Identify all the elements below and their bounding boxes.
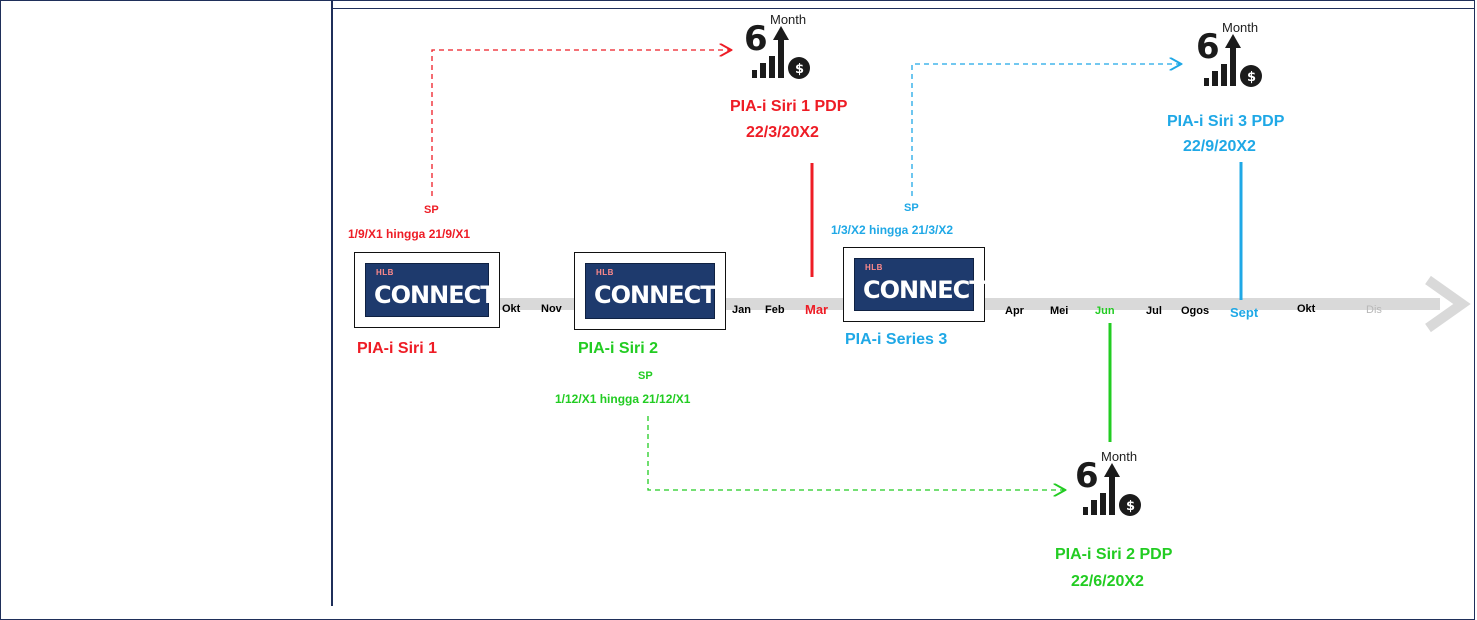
timeline-diagram [431,0,1471,606]
series3-sp-range: 1/3/X2 hingga 21/3/X2 [831,223,954,237]
month-dis: Dis [1366,304,1382,316]
series2-sp-label: SP [638,370,653,382]
connect-word-text: CONNECT [863,276,986,304]
month-jun: Jun [1095,305,1115,317]
series1-pdp-title: PIA-i Siri 1 PDP [730,98,848,115]
month-mei: Mei [1050,305,1069,317]
svg-text:$: $ [1126,499,1135,514]
month-ogos: Ogos [1181,305,1210,317]
series1-pdp-date: 22/3/20X2 [746,124,819,141]
series2-sp-range: 1/12/X1 hingga 21/12/X1 [555,392,691,406]
series3-pdp-title: PIA-i Siri 3 PDP [1167,113,1285,130]
month-jan: Jan [732,304,751,316]
series3-label: PIA-i Series 3 [845,331,948,348]
connect-brand-text: HLB [865,263,883,272]
connect-brand-text: HLB [596,268,614,277]
series3-sp-label: SP [904,202,919,214]
month-nov: Nov [541,303,562,315]
series2-pdp-date: 22/6/20X2 [1071,573,1144,590]
month-okt-2: Okt [1297,303,1316,315]
connect-brand-text: HLB [376,268,394,277]
growth-chart-dollar-icon: 6 $ [1075,456,1141,516]
growth-chart-dollar-icon: 6 $ [1196,27,1262,87]
series1-connect-logo: HLB CONNECT [354,252,500,328]
month-apr: Apr [1005,305,1024,317]
series1-sp-range: 1/9/X1 hingga 21/9/X1 [348,227,471,241]
svg-text:$: $ [795,62,804,77]
month-sept: Sept [1230,305,1259,320]
month-label: Month [770,12,807,27]
top-rule [333,8,1475,9]
svg-text:6: 6 [744,19,768,59]
month-feb: Feb [765,304,785,316]
series1-sp-connector [431,50,730,196]
growth-chart-dollar-icon: 6 $ [744,19,810,79]
series3-connect-logo: HLB CONNECT [843,247,986,322]
series2-sp-connector [647,416,1064,490]
series3-sp-connector [911,64,1180,196]
series3-growth-icon: 6 $ Month [1194,18,1274,87]
month-label: Month [1222,20,1259,35]
svg-text:6: 6 [1196,27,1220,67]
series3-pdp-date: 22/9/20X2 [1183,138,1256,155]
series2-pdp-title: PIA-i Siri 2 PDP [1055,546,1173,563]
series2-label: PIA-i Siri 2 [578,340,659,357]
connect-word-text: CONNECT [374,281,497,309]
month-mar: Mar [805,302,829,317]
month-okt-1: Okt [502,303,521,315]
connect-word-text: CONNECT [594,281,717,309]
column-divider [331,0,333,606]
series2-connect-logo: HLB CONNECT [574,252,726,330]
series1-growth-icon: 6 $ Month [742,10,822,79]
month-label: Month [1101,449,1138,464]
svg-text:6: 6 [1075,456,1099,496]
svg-text:$: $ [1247,70,1256,85]
series1-label: PIA-i Siri 1 [357,340,438,357]
month-jul: Jul [1146,305,1162,317]
series1-sp-label: SP [424,204,439,216]
series2-growth-icon: 6 $ Month [1073,447,1153,516]
